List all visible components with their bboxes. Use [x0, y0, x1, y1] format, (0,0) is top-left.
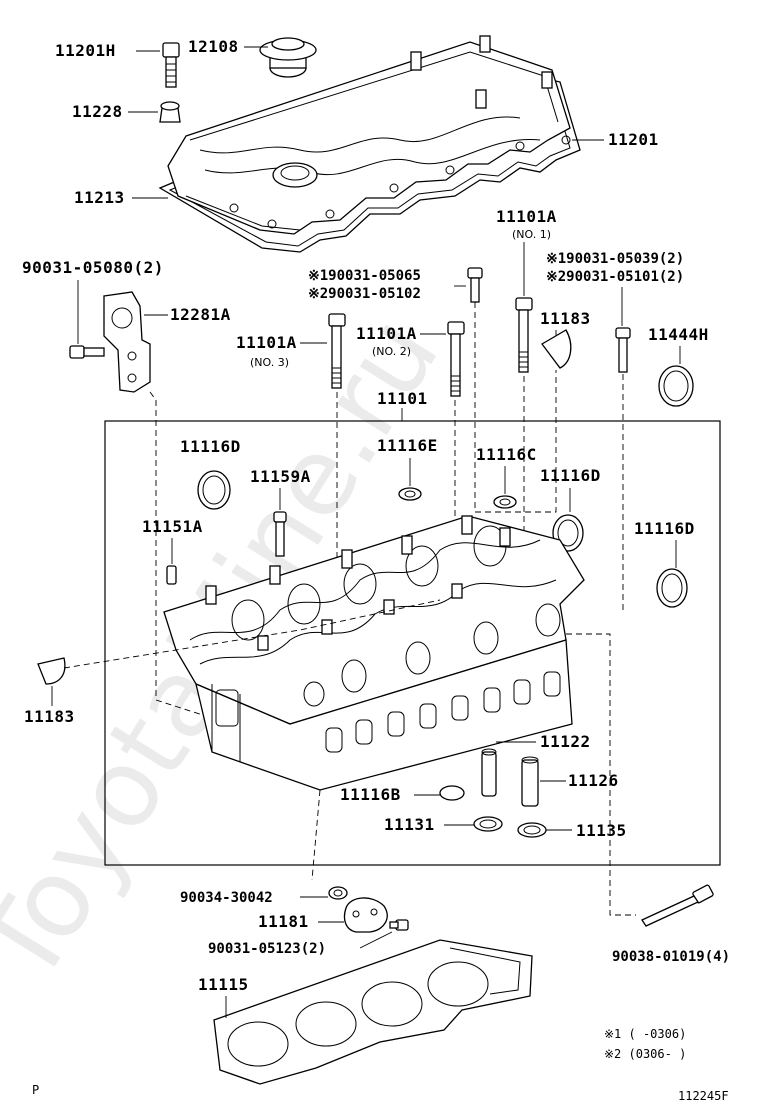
label-11201h: 11201H [55, 41, 116, 60]
footnote-2: ※2 (0306- ) [604, 1047, 686, 1061]
bolt-11201h [162, 42, 180, 88]
label-90038-01019: 90038-01019(4) [612, 949, 730, 965]
label-11181: 11181 [258, 912, 309, 931]
bolt-90031-05123 [389, 919, 409, 931]
label-11151a: 11151A [142, 517, 203, 536]
label-11183-left: 11183 [24, 707, 75, 726]
label-90031-05080: 90031-05080(2) [22, 258, 164, 277]
label-11116d-a: 11116D [180, 437, 241, 456]
label-11101a-no3-sub: (NO. 3) [250, 356, 289, 369]
label-90031-05065: ※190031-05065 [308, 268, 421, 284]
label-11116b: 11116B [340, 785, 401, 804]
engine-hanger-bracket [69, 291, 151, 393]
head-bolt-no1 [515, 297, 533, 373]
valve-cover-drawing [158, 35, 581, 253]
cover-11181 [343, 897, 388, 933]
label-11122: 11122 [540, 732, 591, 751]
footnote-1: ※1 ( -0306) [604, 1027, 686, 1041]
label-12281a: 12281A [170, 305, 231, 324]
label-11183-top: 11183 [540, 309, 591, 328]
stud-11159a [273, 511, 287, 557]
label-11116c: 11116C [476, 445, 537, 464]
label-11101a-no2: 11101A [356, 324, 417, 343]
valve-guide-11126 [521, 756, 539, 807]
label-11116e: 11116E [377, 436, 438, 455]
corner-letter: P [32, 1083, 39, 1097]
bolt-90038-01019 [641, 884, 714, 927]
seal-11116e [398, 487, 422, 501]
label-90031-05102: ※290031-05102 [308, 286, 421, 302]
half-moon-plug-left [37, 657, 66, 685]
valve-guide-11122 [481, 748, 497, 797]
seal-11116c [493, 495, 517, 509]
label-90034-30042: 90034-30042 [180, 890, 273, 906]
label-11101a-no2-sub: (NO. 2) [372, 345, 411, 358]
plug-11116d-a [197, 470, 231, 510]
plug-11116d-c [656, 568, 688, 608]
seal-11131 [473, 816, 503, 832]
label-11126: 11126 [568, 771, 619, 790]
bolt-90031-05065 [467, 267, 483, 303]
label-11228: 11228 [72, 102, 123, 121]
label-11101a-no1: 11101A [496, 207, 557, 226]
label-90031-05039: ※190031-05039(2) [546, 251, 684, 267]
oil-filler-cap [259, 37, 317, 78]
label-11444h: 11444H [648, 325, 709, 344]
cylinder-head-box [104, 420, 721, 866]
head-bolt-no2 [447, 321, 465, 397]
label-11115: 11115 [198, 975, 249, 994]
half-moon-plug-top [541, 329, 572, 369]
gasket-90034 [328, 886, 348, 900]
label-11116d-c: 11116D [634, 519, 695, 538]
grommet-11228 [159, 101, 181, 123]
label-11101: 11101 [377, 389, 428, 408]
label-11201: 11201 [608, 130, 659, 149]
label-90031-05123: 90031-05123(2) [208, 941, 326, 957]
plug-11444h [658, 365, 694, 407]
head-gasket-11115 [213, 939, 533, 1085]
seal-11135 [517, 822, 547, 838]
label-11213: 11213 [74, 188, 125, 207]
cylinder-head-drawing [163, 515, 585, 791]
label-11159a: 11159A [250, 467, 311, 486]
label-11101a-no3: 11101A [236, 333, 297, 352]
label-90031-05101: ※290031-05101(2) [546, 269, 684, 285]
label-11131: 11131 [384, 815, 435, 834]
label-11101a-no1-sub: (NO. 1) [512, 228, 551, 241]
plug-11116b [439, 785, 465, 801]
label-11116d-b: 11116D [540, 466, 601, 485]
figure-id: 112245F [678, 1089, 729, 1103]
label-11135: 11135 [576, 821, 627, 840]
head-bolt-no3 [328, 313, 346, 389]
dowel-11151a [166, 565, 177, 585]
label-12108: 12108 [188, 37, 239, 56]
bolt-90031-05039 [615, 327, 631, 373]
